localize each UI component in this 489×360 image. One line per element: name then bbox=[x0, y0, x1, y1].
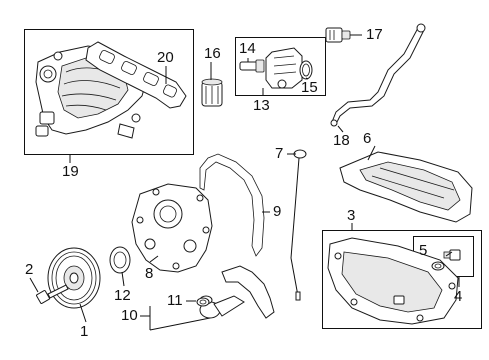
callout-20: 20 bbox=[157, 49, 174, 66]
heat-shield-drawing bbox=[339, 151, 473, 223]
pickup-tube-drawing bbox=[199, 265, 275, 319]
callout-11: 11 bbox=[167, 292, 183, 309]
callout-14: 14 bbox=[239, 40, 256, 57]
crank-seal-drawing bbox=[109, 246, 131, 274]
manifold-gasket-drawing bbox=[85, 41, 187, 109]
pulley-drawing bbox=[47, 247, 101, 309]
callout-5: 5 bbox=[419, 242, 428, 259]
callout-6: 6 bbox=[363, 130, 372, 147]
callout-12: 12 bbox=[114, 287, 131, 304]
drain-plug-drawing bbox=[431, 249, 461, 271]
callout-9: 9 bbox=[273, 203, 282, 220]
callout-1: 1 bbox=[80, 323, 89, 340]
pulley-bolt-drawing bbox=[36, 284, 69, 304]
oil-filter-drawing bbox=[201, 78, 223, 107]
callout-18: 18 bbox=[333, 132, 350, 149]
pressure-sensor-drawing bbox=[325, 27, 351, 43]
callout-17: 17 bbox=[366, 26, 383, 43]
oil-cooler-drawing bbox=[239, 47, 313, 89]
leader-lines bbox=[29, 34, 460, 331]
callout-10: 10 bbox=[121, 307, 138, 324]
callout-7: 7 bbox=[275, 145, 284, 162]
callout-15: 15 bbox=[301, 79, 318, 96]
oil-pan-drawing bbox=[327, 237, 459, 325]
oil-cooler-group-box bbox=[235, 37, 326, 96]
callout-8: 8 bbox=[145, 265, 154, 282]
pickup-o-ring-drawing bbox=[196, 297, 210, 307]
oil-pan-group-box bbox=[322, 230, 482, 329]
dipstick-tube-drawing bbox=[330, 23, 426, 127]
cover-gasket-drawing bbox=[199, 153, 265, 257]
callout-19: 19 bbox=[62, 163, 79, 180]
dipstick-drawing bbox=[290, 149, 307, 301]
manifold-group-box bbox=[24, 29, 194, 155]
callout-2: 2 bbox=[25, 261, 34, 278]
callout-4: 4 bbox=[454, 288, 463, 305]
callout-16: 16 bbox=[204, 45, 221, 62]
callout-13: 13 bbox=[253, 97, 270, 114]
front-cover-drawing bbox=[131, 183, 213, 273]
callout-3: 3 bbox=[347, 207, 356, 224]
